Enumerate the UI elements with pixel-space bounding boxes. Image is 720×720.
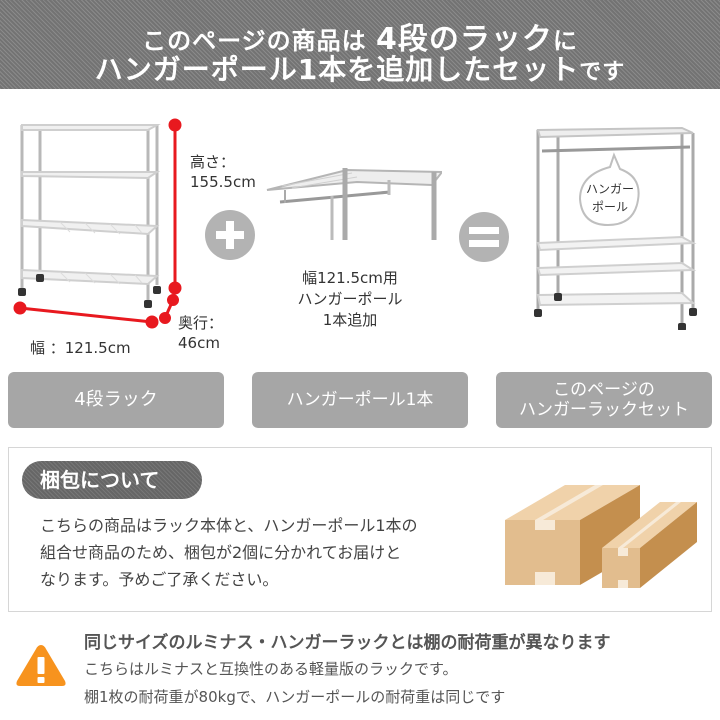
hanger-pole-bubble: ハンガー ポール	[580, 180, 640, 216]
equals-icon	[459, 212, 509, 262]
label-hanger-pole-text: ハンガーポール1本	[286, 390, 434, 410]
header-line2-main: ハンガーポール1本を追加したセット	[94, 53, 580, 86]
label-hanger-rack-set: このページの ハンガーラックセット	[496, 372, 712, 428]
label-set-line1: このページの	[553, 380, 655, 400]
width-dimension: 幅 ：121.5cm	[30, 339, 131, 357]
pole-desc-line1: 幅121.5cm用	[302, 269, 398, 287]
hanger-rack-set-image	[534, 126, 697, 330]
warning-line1: こちらはルミナスと互換性のある軽量版のラックです。	[84, 660, 458, 678]
header-banner: このページの商品は 4段のラックに ハンガーポール1本を追加したセットです	[0, 0, 720, 89]
packing-line2: 組合せ商品のため、梱包が2個に分かれてお届けと	[40, 543, 402, 562]
bubble-line2: ポール	[591, 200, 628, 214]
header-line1-emphasis: 4段のラック	[376, 22, 553, 57]
label-hanger-pole: ハンガーポール1本	[252, 372, 468, 428]
hanger-pole-image	[266, 168, 442, 240]
packing-title: 梱包について	[22, 461, 202, 499]
pole-desc-line3: 1本追加	[322, 311, 378, 329]
pole-desc-line2: ハンガーポール	[297, 290, 403, 308]
label-4-tier-rack-text: 4段ラック	[74, 389, 158, 410]
warning-icon	[16, 645, 66, 686]
packing-line1: こちらの商品はラック本体と、ハンガーポール1本の	[40, 516, 418, 535]
header-line-2: ハンガーポール1本を追加したセットです	[0, 48, 720, 88]
height-dimension: 高さ： 155.5cm	[190, 152, 256, 192]
label-set-line2: ハンガーラックセット	[519, 400, 689, 420]
bubble-line1: ハンガー	[585, 182, 634, 196]
plus-icon	[205, 210, 255, 260]
height-value: 155.5cm	[190, 173, 256, 191]
rack-4-tier-image	[13, 118, 182, 329]
warning-title: 同じサイズのルミナス・ハンガーラックとは棚の耐荷重が異なります	[84, 633, 611, 653]
height-label: 高さ：	[190, 153, 236, 171]
depth-dimension: 奥行： 46cm	[178, 313, 223, 353]
header-line1-prefix: このページの商品は	[142, 27, 367, 55]
packing-body: こちらの商品はラック本体と、ハンガーポール1本の 組合せ商品のため、梱包が2個に…	[40, 512, 490, 593]
pole-description: 幅121.5cm用 ハンガーポール 1本追加	[270, 268, 430, 331]
depth-value: 46cm	[178, 334, 220, 352]
header-line1-suffix: に	[552, 27, 578, 55]
warning-line2: 棚1枚の耐荷重が80kgで、ハンガーポールの耐荷重は同じです	[84, 688, 506, 706]
header-line2-suffix: です	[579, 60, 626, 85]
depth-label: 奥行：	[178, 314, 224, 332]
label-4-tier-rack: 4段ラック	[8, 372, 224, 428]
packing-line3: なります。予めご了承ください。	[40, 570, 279, 589]
cardboard-boxes-icon	[505, 485, 697, 588]
header-line-1: このページの商品は 4段のラックに	[0, 14, 720, 58]
